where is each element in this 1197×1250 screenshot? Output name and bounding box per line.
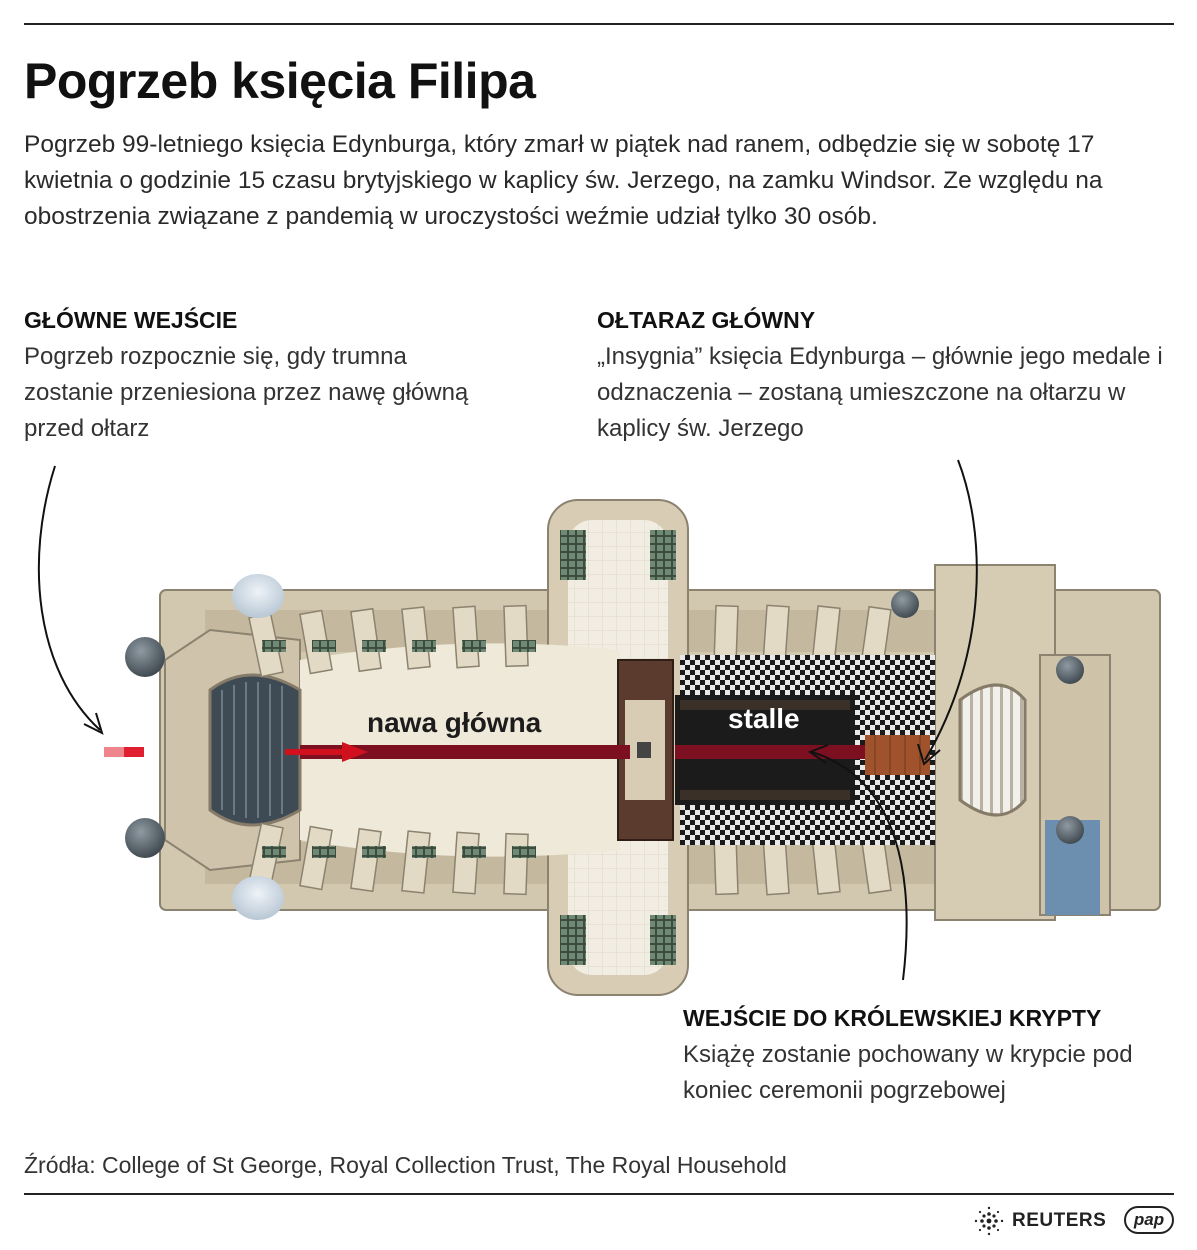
high-altar-heading: OŁTARAZ GŁÓWNY (597, 307, 816, 333)
sources-line: Źródła: College of St George, Royal Coll… (24, 1152, 787, 1178)
reuters-dots-icon (974, 1206, 1004, 1236)
high-altar-text: „Insygnia” księcia Edynburga – głównie j… (597, 343, 1163, 442)
intro-paragraph: Pogrzeb 99-letniego księcia Edynburga, k… (24, 131, 1103, 230)
bottom-rule (24, 1193, 1174, 1195)
reuters-wordmark: REUTERS (1012, 1210, 1107, 1231)
high-altar-arrowhead (917, 743, 941, 766)
west-window (208, 673, 302, 827)
main-entrance-text: Pogrzeb rozpocznie się, gdy trumna zosta… (24, 343, 469, 442)
nave-label: nawa główna (367, 707, 542, 738)
stalls-label: stalle (728, 703, 800, 734)
top-rule (24, 23, 1174, 25)
procession-route (104, 742, 865, 762)
royal-vault-text: Książę zostanie pochowany w krypcie pod … (683, 1041, 1133, 1104)
main-entrance-arrowhead (83, 712, 104, 735)
royal-vault-arrowhead (807, 744, 829, 764)
royal-vault-heading: WEJŚCIE DO KRÓLEWSKIEJ KRYPTY (683, 1005, 1102, 1031)
main-entrance-heading: GŁÓWNE WEJŚCIE (24, 307, 238, 333)
pap-logo: pap (1124, 1206, 1174, 1234)
royal-vault-leader (811, 751, 908, 981)
reuters-logo: REUTERS (974, 1206, 1106, 1236)
east-window (958, 683, 1027, 817)
corner-towers (125, 574, 1084, 920)
high-altar-leader (924, 459, 978, 761)
choir-screen (617, 659, 674, 841)
page-title: Pogrzeb księcia Filipa (24, 53, 536, 109)
chapel-floor-plan: nawa główna stalle (37, 459, 1161, 996)
aisle-windows (262, 640, 536, 858)
main-entrance-leader (37, 465, 101, 731)
leader-lines (37, 459, 978, 981)
buttresses (248, 604, 892, 896)
